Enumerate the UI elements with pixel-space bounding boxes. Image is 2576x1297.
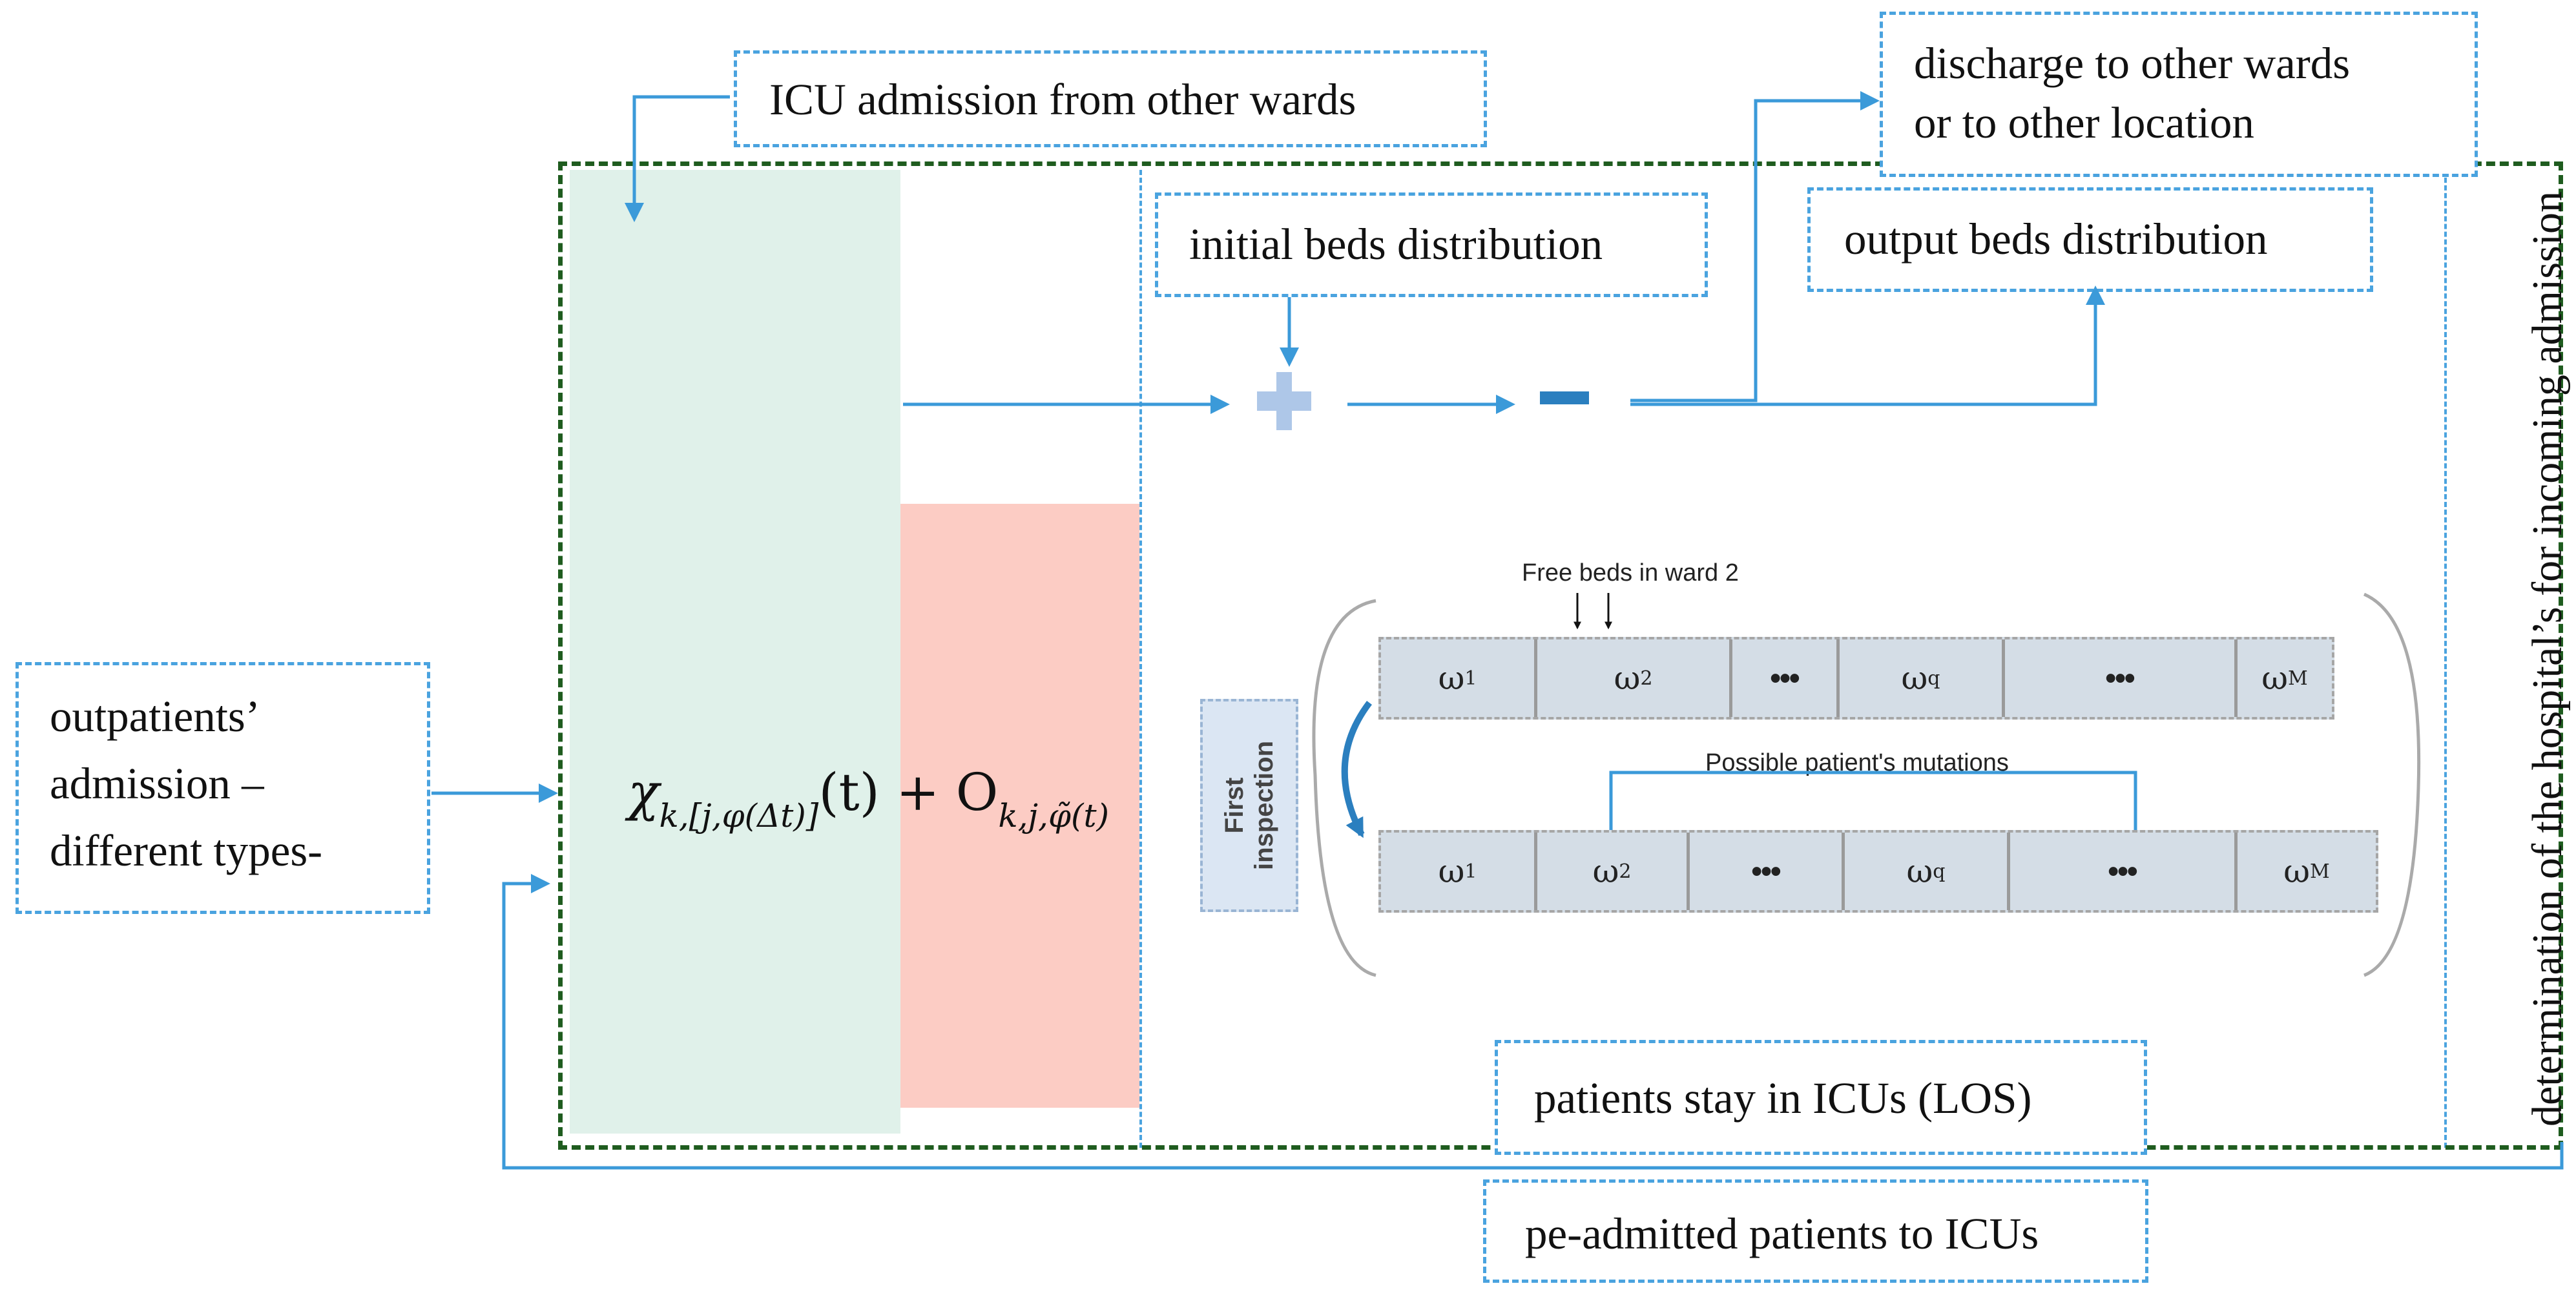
pe-admitted-label: pe-admitted patients to ICUs (1525, 1209, 2039, 1258)
first-inspection-box: First inspection (1200, 699, 1298, 912)
arrow-discharge (1630, 91, 1880, 402)
arrival-formula: χk,[j,φ(Δt)](t) + Ok,j,φ̃(t) (628, 762, 1109, 835)
ward-cell-ellipsis: ••• (2010, 833, 2238, 910)
discharge-box: discharge to other wards or to other loc… (1880, 12, 2478, 177)
initial-beds-label: initial beds distribution (1189, 220, 1603, 269)
formula-chi-subscript: k,[j,φ(Δt)] (659, 797, 819, 835)
formula-o-subscript: k,j,φ̃(t) (998, 797, 1110, 835)
ward-cell-ellipsis: ••• (1690, 833, 1845, 910)
patients-stay-label: patients stay in ICUs (LOS) (1534, 1074, 2032, 1123)
discharge-label-line1: discharge to other wards (1914, 39, 2351, 88)
ward-cell-ellipsis: ••• (1732, 639, 1840, 717)
arrow-icu-admission (625, 95, 730, 222)
formula-chi-argument: (t) + O (818, 762, 999, 822)
minus-icon (1540, 391, 1589, 404)
arrow-pe-admitted (502, 874, 2564, 1170)
right-bracket (2363, 592, 2421, 977)
icu-admission-label: ICU admission from other wards (769, 75, 1356, 124)
outpatients-label-line1: outpatients’ (50, 692, 260, 741)
outpatients-box: outpatients’ admission – different types… (16, 662, 430, 914)
mutation-bracket-connector (1609, 771, 2137, 830)
free-beds-label: Free beds in ward 2 (1522, 559, 1739, 586)
inspection-curve-arrow (1341, 700, 1372, 838)
discharge-label-line2: or to other location (1914, 98, 2254, 147)
initial-beds-box: initial beds distribution (1155, 192, 1708, 297)
plus-icon (1257, 372, 1311, 430)
icu-admission-box: ICU admission from other wards (734, 50, 1487, 147)
outpatients-label-line2: admission – (50, 759, 264, 808)
ward-cell-ellipsis: ••• (2005, 639, 2238, 717)
patients-stay-box: patients stay in ICUs (LOS) (1495, 1040, 2147, 1155)
arrow-output-beds (1630, 285, 2105, 406)
formula-chi: χ (628, 762, 660, 822)
left-bracket (1312, 599, 1376, 977)
output-beds-label: output beds distribution (1844, 214, 2268, 264)
output-beds-box: output beds distribution (1807, 187, 2373, 292)
arrival-process-block (570, 170, 900, 1134)
outpatients-label-line3: different types- (50, 826, 323, 875)
mutation-process-block (900, 504, 1139, 1108)
pe-admitted-box: pe-admitted patients to ICUs (1483, 1179, 2148, 1283)
bed-allocation-region (1139, 170, 2447, 1148)
